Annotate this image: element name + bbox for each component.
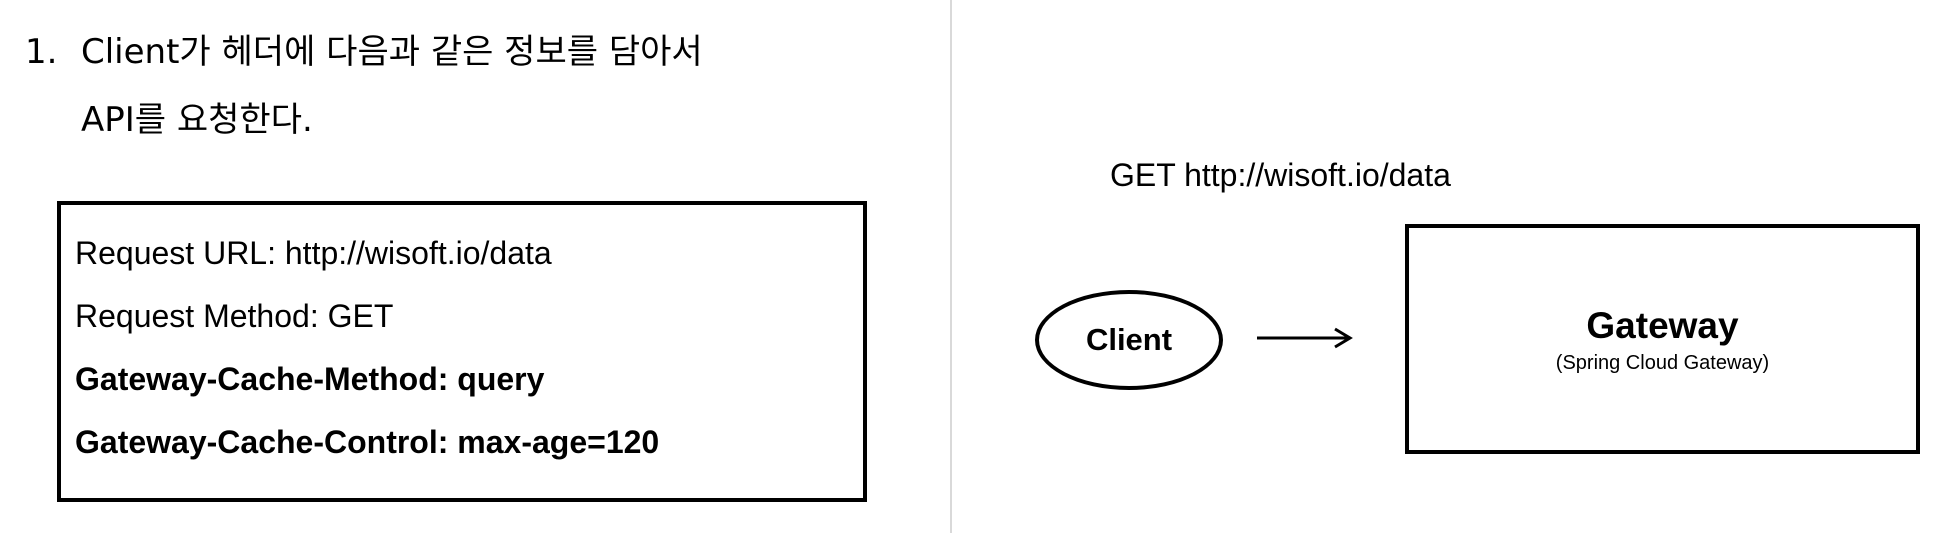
step-text-line-2: API를 요청한다.	[81, 100, 313, 140]
step-text-line-1: Client가 헤더에 다음과 같은 정보를 담아서	[81, 32, 703, 72]
gateway-subtitle: (Spring Cloud Gateway)	[1555, 352, 1770, 374]
step-instruction: 1. Client가 헤더에 다음과 같은 정보를 담아서 API를 요청한다.	[25, 18, 925, 154]
step-number: 1.	[25, 32, 58, 72]
request-headers-box: Request URL: http://wisoft.io/data Reque…	[57, 201, 867, 502]
header-request-method: Request Method: GET	[75, 298, 394, 334]
step-line-1: 1. Client가 헤더에 다음과 같은 정보를 담아서	[25, 18, 925, 86]
gateway-node: Gateway (Spring Cloud Gateway)	[1405, 224, 1920, 454]
header-request-url: Request URL: http://wisoft.io/data	[75, 235, 552, 271]
client-label: Client	[1085, 322, 1173, 357]
column-divider	[950, 0, 952, 533]
client-node: Client	[1035, 290, 1223, 390]
header-gateway-cache-method: Gateway-Cache-Method: query	[75, 361, 545, 397]
header-gateway-cache-control: Gateway-Cache-Control: max-age=120	[75, 424, 660, 460]
gateway-title: Gateway	[1586, 305, 1739, 346]
request-arrow-icon	[1257, 327, 1353, 349]
request-label: GET http://wisoft.io/data	[1110, 157, 1451, 193]
